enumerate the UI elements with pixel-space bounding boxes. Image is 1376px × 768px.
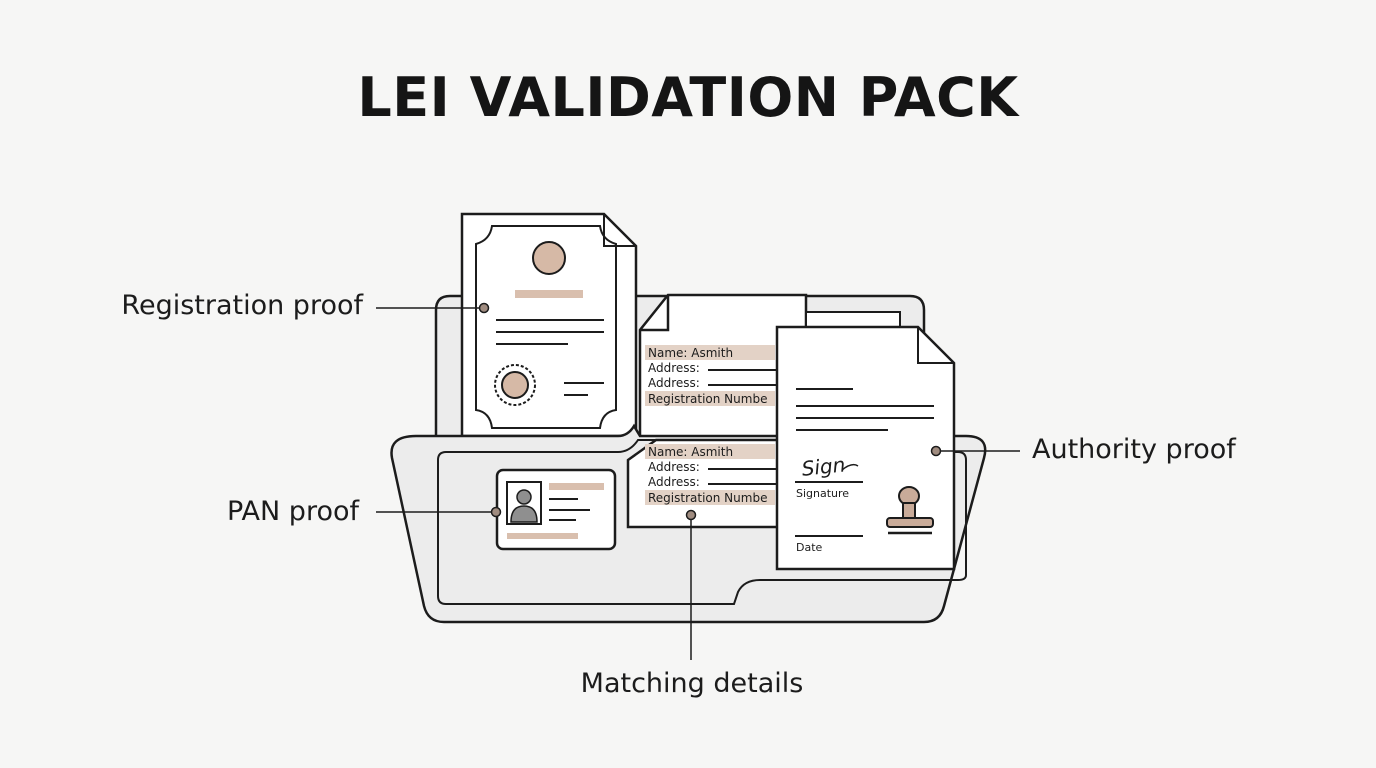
pan-proof-label: PAN proof	[227, 496, 359, 527]
lower-name-text: Name: Asmith	[648, 445, 733, 459]
authority-anchor	[930, 445, 942, 457]
callout-leaders	[376, 302, 1020, 660]
lower-address-2: Address:	[648, 475, 700, 489]
matching-details-label: Matching details	[580, 668, 804, 699]
upper-address-2: Address:	[648, 376, 700, 390]
certificate-title-bar	[515, 290, 583, 298]
lower-registration-highlight	[645, 490, 775, 505]
certificate-emblem	[532, 241, 566, 275]
matching-anchor	[685, 509, 697, 521]
upper-address-1: Address:	[648, 361, 700, 375]
lower-registration-text: Registration Numbe	[648, 491, 767, 505]
pan-card	[495, 468, 617, 551]
upper-registration-highlight	[645, 391, 775, 406]
page-title: LEI VALIDATION PACK	[357, 66, 1019, 129]
upper-name-text: Name: Asmith	[648, 346, 733, 360]
registration-anchor	[478, 302, 490, 314]
folder-pocket-inner	[437, 439, 967, 605]
lower-record-sheet: Name: Asmith Address: Address: Registrat…	[626, 438, 792, 529]
pan-anchor	[490, 506, 502, 518]
upper-registration-text: Registration Numbe	[648, 392, 767, 406]
registration-certificate	[460, 212, 638, 438]
certificate-border	[475, 225, 617, 429]
authority-proof-label: Authority proof	[1032, 434, 1236, 465]
pan-person-icon	[516, 489, 532, 505]
stamp-icon	[886, 486, 934, 535]
signature-scribble: Sign	[801, 452, 847, 480]
lower-name-highlight	[645, 444, 775, 459]
upper-name-highlight	[645, 345, 775, 360]
authority-document: Sign Signature Date	[775, 325, 956, 571]
signature-label: Signature	[796, 487, 849, 500]
date-label: Date	[796, 541, 823, 554]
certificate-seal-icon	[494, 364, 536, 406]
registration-proof-label: Registration proof	[121, 290, 363, 321]
lower-address-1: Address:	[648, 460, 700, 474]
